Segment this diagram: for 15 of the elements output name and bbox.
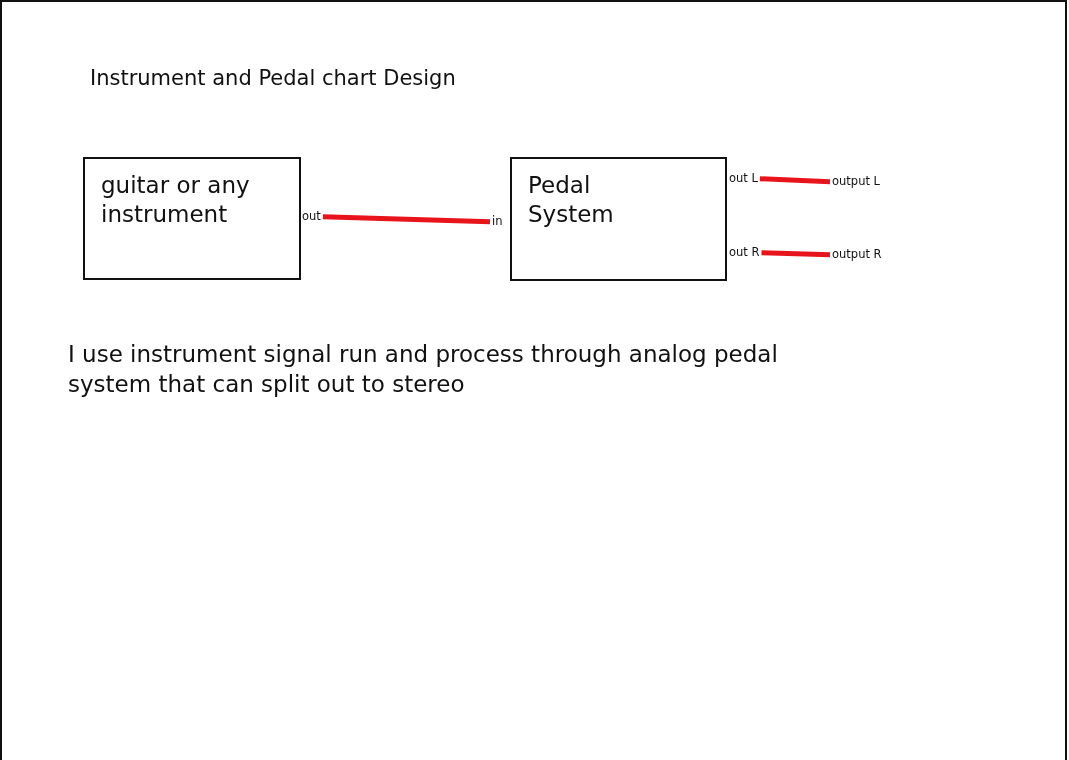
description-text: I use instrument signal run and process through analog pedal system that can split out to stereo xyxy=(68,340,779,399)
block-box xyxy=(83,157,301,280)
port-label: output L xyxy=(832,176,880,188)
block-label: guitar or any instrument xyxy=(101,171,251,229)
block-box xyxy=(510,157,727,281)
port-label: out L xyxy=(729,173,758,185)
diagram-title: Instrument and Pedal chart Design xyxy=(90,66,456,90)
connector-line xyxy=(322,214,491,225)
connector-line xyxy=(759,176,831,185)
port-label: out R xyxy=(729,247,760,259)
port-label: in xyxy=(492,216,503,228)
port-label: out xyxy=(302,211,321,223)
connector-line xyxy=(761,250,831,258)
block-label: Pedal System xyxy=(528,171,615,229)
port-label: output R xyxy=(832,249,882,261)
